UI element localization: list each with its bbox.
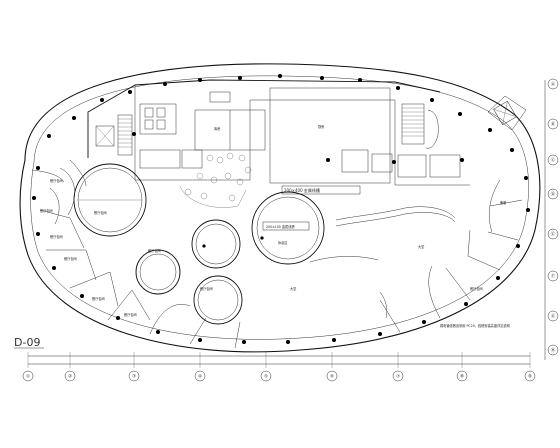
grid-bubble-label: ③ [132, 374, 136, 380]
room-label: 餐厅包间 [40, 208, 53, 213]
room-labels: 餐厅包间 餐厅包间 餐厅包间 餐厅包间 餐厅包间 餐厅包间 餐厅包间 餐厅包间 … [40, 124, 507, 317]
building-envelope [19, 63, 541, 353]
room-label: 餐厅包间 [470, 286, 483, 291]
room-label: 餐厅包间 [64, 256, 77, 261]
grid-bubble-label: ① [26, 374, 30, 380]
grid-bubble-label: Ⓖ [551, 313, 556, 320]
grid-bubble-label: Ⓐ [551, 81, 556, 88]
grid-bubbles-bottom: ① ② ③ ④ ⑤ ⑥ ⑦ ⑧ ⑨ [22, 370, 536, 382]
grid-bubble-label: ④ [198, 374, 202, 380]
furniture-cluster [179, 152, 252, 208]
grid-bubble-label: Ⓗ [551, 347, 556, 354]
bottom-dimension [27, 352, 531, 368]
grid-bubble-label: ⑨ [528, 374, 532, 380]
room-label: 备餐 [500, 200, 507, 205]
room-label: 餐厅包间 [148, 248, 161, 253]
service-core [87, 79, 527, 186]
room-label: 厨房 [318, 124, 324, 129]
room-label: 休息区 [278, 240, 288, 245]
tray-banner-text: 200×400 金属线槽 [284, 187, 320, 193]
room-label: 餐厅包间 [200, 286, 213, 291]
grid-bubble-label: ⑦ [396, 374, 400, 380]
grid-bubble-label: Ⓔ [551, 231, 556, 238]
tray-label: 200×100 金属线槽 [266, 224, 295, 229]
tray-label-block: 200×400 金属线槽 [281, 185, 361, 195]
grid-bubble-label: Ⓓ [551, 191, 556, 198]
grid-bubbles-right: Ⓐ Ⓑ Ⓒ Ⓓ Ⓔ Ⓕ Ⓖ Ⓗ [544, 78, 559, 360]
grid-bubble-label: ⑥ [330, 374, 334, 380]
room-label: 餐厅包间 [92, 296, 105, 301]
room-label: 餐厅包间 [50, 234, 63, 239]
sheet-label: D-09 [14, 336, 40, 349]
grid-bubble-label: Ⓕ [551, 273, 556, 280]
grid-bubble-label: ② [68, 374, 72, 380]
room-label: 餐厅包间 [94, 210, 107, 215]
round-rooms [73, 163, 325, 325]
drawing-note: 弱电管线敷设采用 PC20，线槽安装高度详见说明 [440, 323, 510, 328]
grid-bubble-label: ⑤ [264, 374, 268, 380]
room-label: 大堂 [418, 244, 424, 249]
perimeter-rooms [31, 159, 523, 349]
grid-bubble-label: Ⓑ [551, 121, 556, 128]
room-label: 餐厅包间 [50, 178, 63, 183]
grid-bubble-label: Ⓒ [551, 157, 556, 164]
structural-columns [32, 74, 530, 344]
room-label: 餐厅包间 [124, 312, 137, 317]
room-label: 库房 [214, 126, 220, 131]
room-label: 大堂 [290, 286, 296, 291]
grid-bubble-label: ⑧ [460, 374, 464, 380]
